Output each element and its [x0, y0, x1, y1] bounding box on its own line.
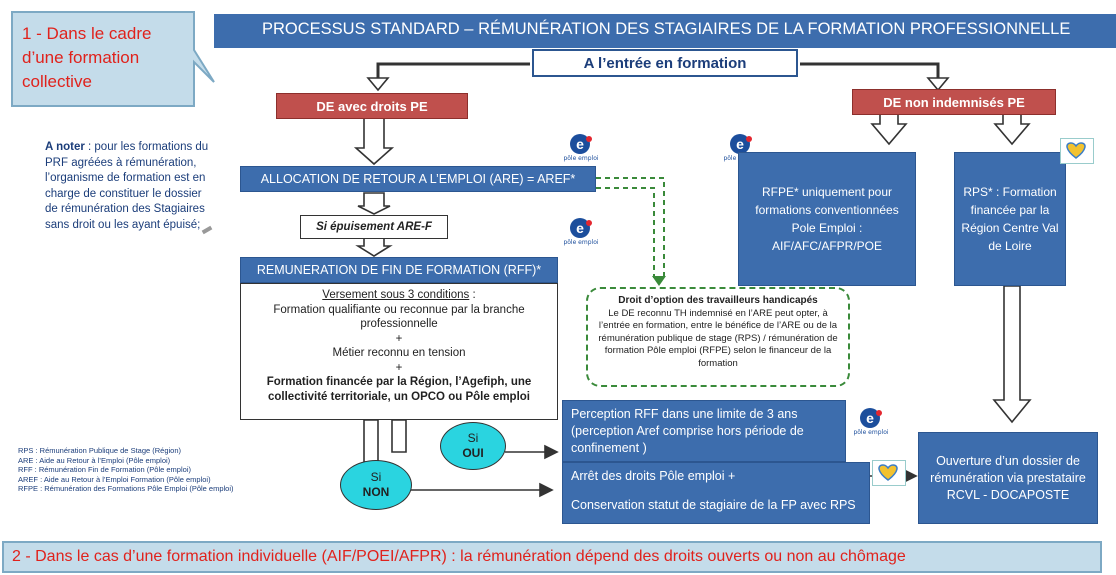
entry-label-text: A l’entrée en formation	[583, 54, 747, 72]
header-bar	[214, 14, 1116, 48]
legend-item: ARE : Aide au Retour à l’Emploi (Pôle em…	[18, 455, 171, 465]
conditions-heading: Versement sous 3 conditions :	[255, 288, 543, 303]
legend-item: RPS : Rémunération Publique de Stage (Ré…	[18, 446, 182, 455]
arret-box: Arrêt des droits Pôle emploi + Conservat…	[562, 462, 870, 524]
de-avec-droits-box: DE avec droits PE	[276, 93, 468, 119]
rps-box: RPS* : Formation financée par la Région …	[954, 152, 1066, 286]
epuisement-box: Si épuisement ARE-F	[300, 215, 448, 239]
rfpe-box: RFPE* uniquement pour formations convent…	[738, 152, 916, 286]
pole-emploi-logo-text: pôle emploi	[563, 239, 599, 246]
pole-emploi-e-icon: e	[730, 134, 752, 154]
note-body: : pour les formations du PRF agréées à r…	[45, 141, 209, 231]
de-non-indemnises-label: DE non indemnisés PE	[883, 94, 1025, 110]
rfpe-label: RFPE* uniquement pour formations convent…	[755, 185, 899, 253]
legend-item: RFF : Rémunération Fin de Formation (Pôl…	[18, 465, 191, 474]
legend-item: RFPE : Rémunération des Formations Pôle …	[18, 484, 234, 493]
pole-emploi-logo: e pôle emploi	[560, 134, 602, 168]
pole-emploi-logo-text: pôle emploi	[563, 155, 599, 162]
handicap-title: Droit d’option des travailleurs handicap…	[618, 295, 818, 306]
plus-sign: +	[395, 332, 403, 345]
si-oui-circle: Si OUI	[440, 422, 506, 470]
region-centre-logo	[1060, 138, 1094, 164]
si-oui-line2: OUI	[462, 446, 484, 460]
pole-emploi-e-icon: e	[860, 408, 882, 428]
pole-emploi-logo: e pôle emploi	[850, 408, 892, 442]
arret-line1: Arrêt des droits Pôle emploi +	[571, 469, 736, 483]
region-centre-logo	[872, 460, 906, 486]
condition-3: Formation financée par la Région, l’Agef…	[266, 376, 532, 403]
are-box-label: ALLOCATION DE RETOUR A L’EMPLOI (ARE) = …	[260, 172, 576, 186]
rff-conditions-box: Versement sous 3 conditions : Formation …	[240, 283, 558, 420]
handicap-box: Droit d’option des travailleurs handicap…	[586, 287, 850, 387]
de-non-indemnises-box: DE non indemnisés PE	[852, 89, 1056, 115]
epuisement-label: Si épuisement ARE-F	[316, 221, 432, 233]
pole-emploi-logo-text: pôle emploi	[853, 429, 889, 436]
note-text: A noter : pour les formations du PRF agr…	[45, 140, 215, 233]
heart-icon	[1066, 142, 1086, 159]
si-non-line2: NON	[362, 485, 390, 499]
si-non-line1: Si	[370, 470, 382, 484]
conditions-heading-suffix: :	[469, 289, 476, 301]
pole-emploi-e-icon: e	[570, 218, 592, 238]
si-oui-line1: Si	[467, 431, 479, 445]
condition-1: Formation qualifiante ou reconnue par la…	[273, 303, 525, 331]
de-avec-droits-label: DE avec droits PE	[316, 98, 428, 114]
rff-title-box: REMUNERATION DE FIN DE FORMATION (RFF)*	[240, 257, 558, 283]
perception-label: Perception RFF dans une limite de 3 ans …	[571, 407, 804, 455]
pole-emploi-e-icon: e	[570, 134, 592, 154]
callout-top-shape	[11, 11, 215, 107]
ouverture-label: Ouverture d’un dossier de rémunération v…	[930, 453, 1086, 502]
callout-top-text: 1 - Dans le cadre d’une formation collec…	[22, 24, 152, 91]
are-box: ALLOCATION DE RETOUR A L’EMPLOI (ARE) = …	[240, 166, 596, 192]
pole-emploi-logo: e pôle emploi	[560, 218, 602, 252]
si-non-circle: Si NON	[340, 460, 412, 510]
note-bold: A noter	[45, 141, 85, 153]
entry-label: A l’entrée en formation	[532, 49, 798, 77]
rps-label: RPS* : Formation financée par la Région …	[961, 185, 1059, 253]
handicap-text: Le DE reconnu TH indemnisé en l’ARE peut…	[598, 307, 838, 369]
page-title: PROCESSUS STANDARD – RÉMUNÉRATION DES ST…	[262, 20, 1071, 38]
heart-icon	[878, 464, 898, 481]
plus-sign: +	[395, 361, 403, 374]
perception-box: Perception RFF dans une limite de 3 ans …	[562, 400, 846, 462]
arret-line2: Conservation statut de stagiaire de la F…	[571, 498, 856, 512]
footer-text: 2 - Dans le cas d’une formation individu…	[12, 548, 906, 565]
conditions-heading-text: Versement sous 3 conditions	[322, 289, 470, 301]
rff-title-label: REMUNERATION DE FIN DE FORMATION (RFF)*	[256, 263, 542, 277]
legend: RPS : Rémunération Publique de Stage (Ré…	[18, 446, 234, 494]
ouverture-box: Ouverture d’un dossier de rémunération v…	[918, 432, 1098, 524]
legend-item: AREF : Aide au Retour à l’Emploi Formati…	[18, 474, 211, 484]
condition-2: Métier reconnu en tension	[332, 347, 466, 359]
footer-callout: 2 - Dans le cas d’une formation individu…	[2, 541, 1102, 573]
